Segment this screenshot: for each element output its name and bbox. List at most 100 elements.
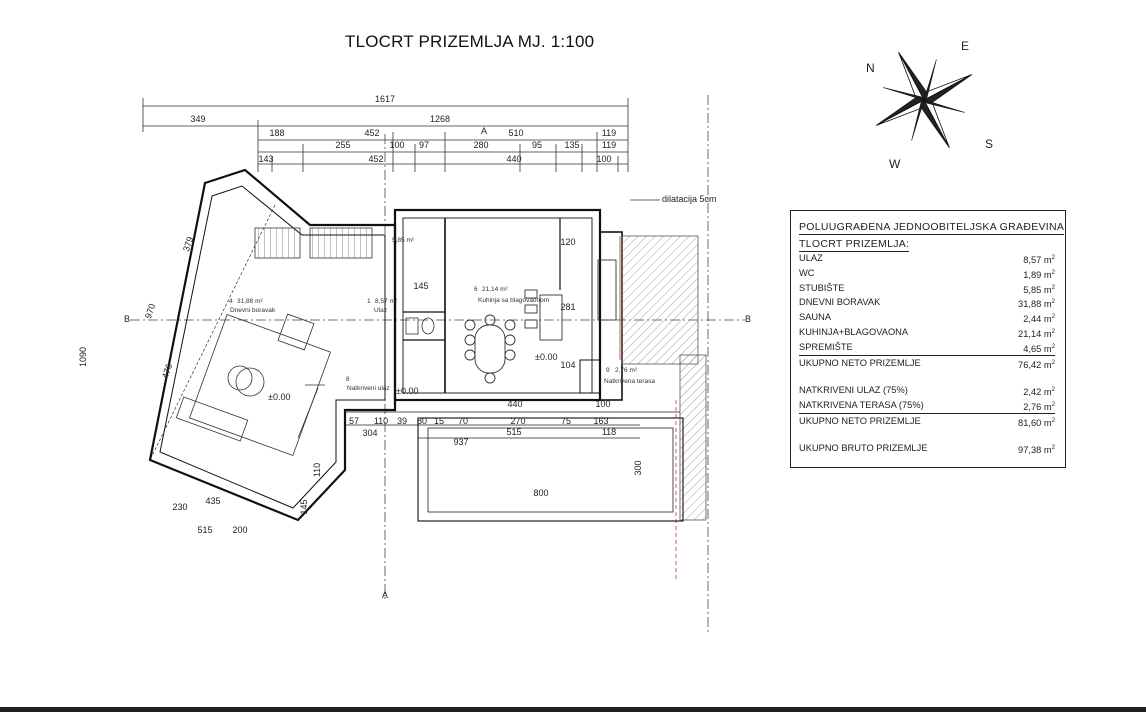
section-b-right: B (745, 314, 751, 324)
dim-349: 349 (190, 114, 205, 124)
dim-440: 440 (506, 154, 521, 164)
dim-39: 39 (397, 416, 407, 426)
room4-number: 4 (229, 298, 233, 305)
dim-119b: 119 (602, 140, 616, 150)
dim-255: 255 (335, 140, 350, 150)
room9-name: Natkrivena terasa (604, 378, 655, 385)
dim-800: 800 (533, 488, 548, 498)
dim-57: 57 (349, 416, 359, 426)
dilatation-note: dilatacija 5cm (662, 194, 717, 204)
section-a-top: A (481, 126, 487, 136)
dim-970: 970 (143, 302, 157, 319)
dim-145b: 145 (299, 499, 309, 514)
room6-name: Kuhinja sa blagovaonom (478, 297, 549, 304)
room6-number: 6 (474, 286, 478, 293)
bottom-border-bar (0, 707, 1146, 712)
dim-100t: 100 (595, 399, 610, 409)
section-b-left: B (124, 314, 130, 324)
dim-163: 163 (593, 416, 608, 426)
drawing-title: TLOCRT PRIZEMLJA MJ. 1:100 (345, 32, 595, 51)
dim-104: 104 (560, 360, 575, 370)
dim-452: 452 (364, 128, 379, 138)
dim-300: 300 (633, 460, 643, 475)
covered-row: NATKRIVENI ULAZ (75%)2,42 m2 (799, 385, 1055, 398)
dim-75: 75 (561, 416, 571, 426)
dim-200: 200 (232, 525, 247, 535)
dim-510: 510 (508, 128, 523, 138)
room9-number: 9 (606, 367, 610, 374)
pool-terrace (345, 411, 684, 522)
stairs-lower (309, 227, 373, 259)
section-lines (130, 95, 745, 635)
level-mark-entry: ±0.00 (396, 386, 418, 396)
dim-281: 281 (560, 302, 575, 312)
compass-w-label: W (889, 157, 901, 171)
living-room-furniture (175, 313, 332, 457)
table-heading: POLUUGRAĐENA JEDNOOBITELJSKA GRAĐEVINA (799, 221, 1065, 235)
dim-188: 188 (269, 128, 284, 138)
dim-452b: 452 (368, 154, 383, 164)
room3-area: 5,85 m² (392, 237, 415, 244)
dim-270: 270 (510, 416, 525, 426)
section-a-bottom: A (382, 590, 388, 600)
dim-230: 230 (172, 502, 187, 512)
compass-e-label: E (961, 39, 969, 53)
dim-119: 119 (602, 128, 616, 138)
dim-100: 100 (389, 140, 404, 150)
dim-118: 118 (602, 427, 616, 437)
dim-80: 80 (417, 416, 427, 426)
dim-280: 280 (473, 140, 488, 150)
dim-515: 515 (506, 427, 521, 437)
dining-table (464, 259, 617, 384)
stairs-upper (254, 227, 301, 259)
dim-143: 143 (258, 154, 273, 164)
neighbour-wall-hatch (679, 354, 707, 521)
room9-area: 2,76 m² (615, 367, 638, 374)
room4-name: Dnevni boravak (230, 307, 276, 314)
table-subheading: TLOCRT PRIZEMLJA: (799, 238, 910, 252)
dim-145i: 145 (413, 281, 428, 291)
dim-304: 304 (362, 428, 377, 438)
dim-1090: 1090 (78, 347, 88, 367)
room1-number: 1 (367, 298, 371, 305)
dim-937: 937 (453, 437, 468, 447)
dim-1617: 1617 (375, 94, 395, 104)
covered-area-list: NATKRIVENI ULAZ (75%)2,42 m2 NATKRIVENA … (799, 383, 1055, 428)
dim-120: 120 (560, 237, 575, 247)
room6-area: 21,14 m² (482, 286, 508, 293)
area-table: POLUUGRAĐENA JEDNOOBITELJSKA GRAĐEVINA T… (790, 210, 1066, 468)
wc-fixtures (405, 317, 435, 335)
neighbour-building-hatch (621, 235, 699, 365)
dim-379: 379 (181, 235, 195, 252)
room1-name: Ulaz (374, 307, 387, 314)
room1-area: 8,57 m² (375, 298, 398, 305)
dim-440t: 440 (507, 399, 522, 409)
compass-rose (876, 52, 972, 148)
dim-435: 435 (205, 496, 220, 506)
level-mark-living: ±0.00 (268, 392, 290, 402)
dim-110b: 110 (312, 463, 322, 477)
dim-135: 135 (564, 140, 579, 150)
dim-110: 110 (374, 416, 388, 426)
room8-name: Natkriveni ulaz (347, 385, 390, 392)
dim-95: 95 (532, 140, 542, 150)
dim-515b: 515 (197, 525, 212, 535)
compass-s-label: S (985, 137, 993, 151)
dim-15: 15 (434, 416, 444, 426)
room4-area: 31,88 m² (237, 298, 263, 305)
dimension-lines (142, 98, 629, 172)
room8-number: 8 (346, 376, 350, 383)
